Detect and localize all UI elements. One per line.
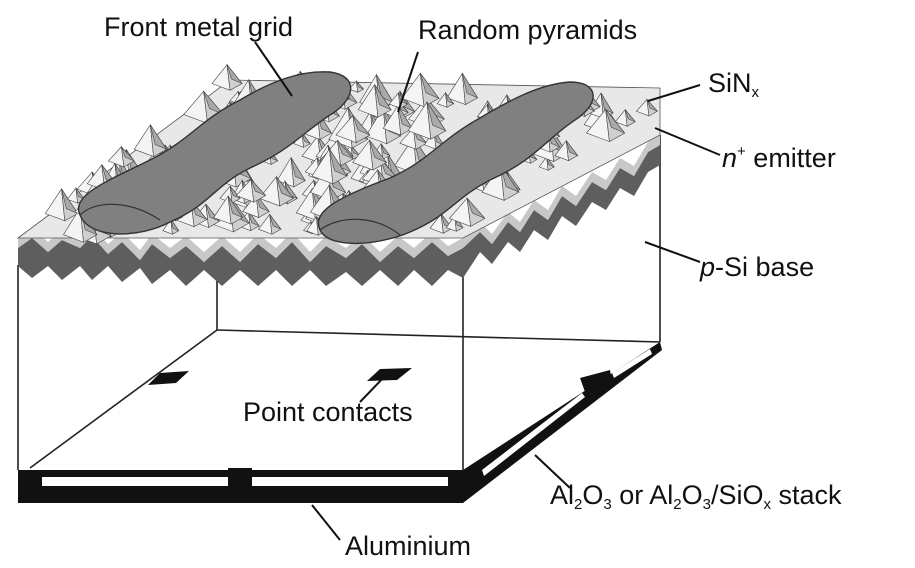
pyramid-face <box>352 115 371 136</box>
label-p-si-base: p-Si base <box>700 254 814 281</box>
pyramid-face <box>269 214 282 230</box>
pyramid-face <box>121 146 135 162</box>
pyramid-face <box>337 140 354 160</box>
pyramid-face <box>356 80 364 90</box>
pyramid-face <box>150 124 168 150</box>
dielectric-sub-1: 2 <box>574 496 583 513</box>
emitter-layer-side <box>463 145 660 278</box>
emitter-n: n <box>722 143 738 173</box>
leader-point-contacts <box>359 375 386 403</box>
dielectric-sub-2: 3 <box>603 496 612 513</box>
emitter-plus: + <box>737 143 746 160</box>
dielectric-layer-side <box>482 393 585 476</box>
label-dielectric-stack: Al2O3 or Al2O3/SiOx stack <box>550 480 842 513</box>
dielectric-layer-side-2 <box>612 349 652 378</box>
aluminium-rear-contact-side <box>463 342 662 503</box>
dielectric-part-6: stack <box>770 480 842 510</box>
emitter-text: emitter <box>745 143 836 173</box>
metal-finger-1-edge <box>79 203 161 221</box>
dielectric-layer-front-2 <box>252 477 448 486</box>
label-sinx: SiNx <box>708 68 760 101</box>
pyramid-face <box>420 73 440 100</box>
pyramid-face <box>170 218 180 232</box>
pyramid-face <box>380 143 391 157</box>
leader-lines <box>254 41 721 541</box>
dielectric-layer-front <box>42 477 228 486</box>
pyramid-face <box>462 73 479 99</box>
dielectric-part-5: /SiO <box>710 480 764 510</box>
pyramid-face <box>248 210 260 227</box>
base-text: -Si base <box>715 252 815 282</box>
leader-base <box>644 241 701 263</box>
dielectric-part-4: O <box>681 480 703 510</box>
leader-sinx <box>647 84 701 102</box>
leader-dielectric <box>534 454 571 489</box>
pyramid-face <box>61 188 79 215</box>
pyramid-face <box>350 144 360 156</box>
pyramid-face <box>276 176 294 199</box>
pyramid-face <box>284 181 299 200</box>
base-p: p <box>700 252 716 282</box>
pyramid-face <box>546 156 556 168</box>
dielectric-part-1: Al <box>550 480 575 510</box>
point-contact-edge-2 <box>580 370 612 392</box>
nitride-layer-front <box>18 226 463 262</box>
nitride-layer-side <box>463 135 660 248</box>
pyramid-face <box>290 157 306 182</box>
label-random-pyramids: Random pyramids <box>418 15 638 45</box>
pyramid-face <box>250 179 266 196</box>
pyramid-face <box>624 109 636 123</box>
pyramid-face <box>376 74 394 104</box>
leader-emitter <box>654 127 721 156</box>
pyramid-face <box>426 101 447 132</box>
pyramid-face <box>203 91 224 115</box>
point-contact-edge-1 <box>228 468 252 490</box>
pyramid-face <box>445 92 455 105</box>
label-front-metal-grid: Front metal grid <box>104 12 294 42</box>
front-metal-finger-1 <box>77 71 352 235</box>
dielectric-part-3: or Al <box>611 480 674 510</box>
front-metal-finger-2 <box>317 81 594 245</box>
label-aluminium: Aluminium <box>345 531 472 561</box>
leader-random-pyramids <box>397 51 419 113</box>
dielectric-sub-5: x <box>763 496 771 513</box>
pyramid-face <box>329 148 348 177</box>
point-contact-rear-2 <box>367 368 412 381</box>
sinx-subscript: x <box>751 84 760 101</box>
emitter-layer-front <box>18 236 463 286</box>
dielectric-sub-3: 2 <box>673 496 682 513</box>
pyramid-face <box>397 105 414 130</box>
metal-finger-2-edge <box>319 218 401 236</box>
sinx-text: SiN <box>708 68 752 98</box>
pyramid-face <box>374 84 392 111</box>
pyramid-face <box>75 187 86 200</box>
pyramid-face <box>466 197 486 219</box>
dielectric-sub-4: 3 <box>702 496 711 513</box>
pyramid-face <box>600 92 614 114</box>
label-point-contacts: Point contacts <box>243 397 413 427</box>
pyramid-face <box>226 64 243 84</box>
pyramid-face <box>566 140 579 157</box>
pyramid-face <box>646 99 658 112</box>
label-emitter: n+ emitter <box>722 144 836 172</box>
pyramid-face <box>227 195 244 219</box>
pyramid-face <box>301 132 312 145</box>
dielectric-part-2: O <box>582 480 604 510</box>
pyramid-face <box>369 140 388 164</box>
pyramid-face <box>605 109 625 134</box>
leader-front-metal-grid <box>254 41 293 97</box>
point-contact-rear-1 <box>148 371 189 385</box>
leader-aluminium <box>311 504 341 541</box>
